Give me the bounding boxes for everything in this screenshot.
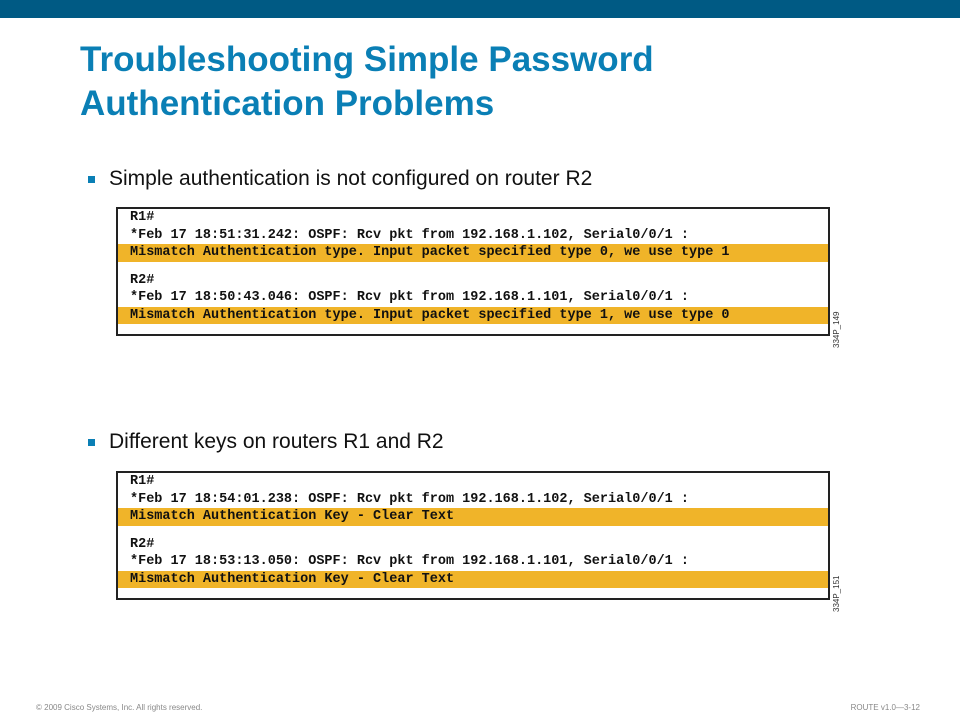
terminal-log-line: *Feb 17 18:53:13.050: OSPF: Rcv pkt from… — [130, 554, 689, 569]
course-page-footer: ROUTE v1.0—3-12 — [850, 703, 920, 712]
bullet-item-2: Different keys on routers R1 and R2 — [88, 430, 444, 454]
terminal-bottom-pad — [118, 588, 828, 598]
figure-id-2: 334P_151 — [832, 575, 841, 612]
page-title: Troubleshooting Simple Password Authenti… — [80, 38, 920, 126]
terminal-output-2: R1# *Feb 17 18:54:01.238: OSPF: Rcv pkt … — [116, 471, 830, 600]
bullet-text: Simple authentication is not configured … — [109, 167, 593, 190]
terminal-prompt: R2# — [130, 536, 155, 552]
terminal-log-line: *Feb 17 18:54:01.238: OSPF: Rcv pkt from… — [130, 491, 689, 507]
header-bar — [0, 0, 960, 18]
bullet-item-1: Simple authentication is not configured … — [88, 167, 592, 191]
title-line-2: Authentication Problems — [80, 84, 495, 123]
terminal-log-line: *Feb 17 18:50:43.046: OSPF: Rcv pkt from… — [130, 290, 689, 305]
title-line-1: Troubleshooting Simple Password — [80, 40, 654, 79]
terminal-error-line: Mismatch Authentication Key - Clear Text — [118, 570, 828, 588]
terminal-error-line: Mismatch Authentication Key - Clear Text — [118, 508, 828, 526]
terminal-bottom-pad — [118, 324, 828, 334]
terminal-error-line: Mismatch Authentication type. Input pack… — [118, 306, 828, 324]
figure-id-1: 334P_149 — [832, 311, 841, 348]
bullet-square-icon — [88, 438, 95, 446]
terminal-output-1: R1# *Feb 17 18:51:31.242: OSPF: Rcv pkt … — [116, 207, 830, 336]
terminal-prompt: R1# — [130, 210, 155, 225]
bullet-square-icon — [88, 175, 95, 183]
copyright-footer: © 2009 Cisco Systems, Inc. All rights re… — [36, 703, 203, 712]
terminal-gap — [118, 262, 828, 272]
terminal-prompt: R2# — [130, 272, 155, 288]
terminal-error-line: Mismatch Authentication type. Input pack… — [118, 244, 828, 262]
bullet-text: Different keys on routers R1 and R2 — [109, 430, 444, 453]
terminal-log-line: *Feb 17 18:51:31.242: OSPF: Rcv pkt from… — [130, 227, 689, 243]
terminal-gap — [118, 526, 828, 536]
terminal-prompt: R1# — [130, 474, 155, 489]
